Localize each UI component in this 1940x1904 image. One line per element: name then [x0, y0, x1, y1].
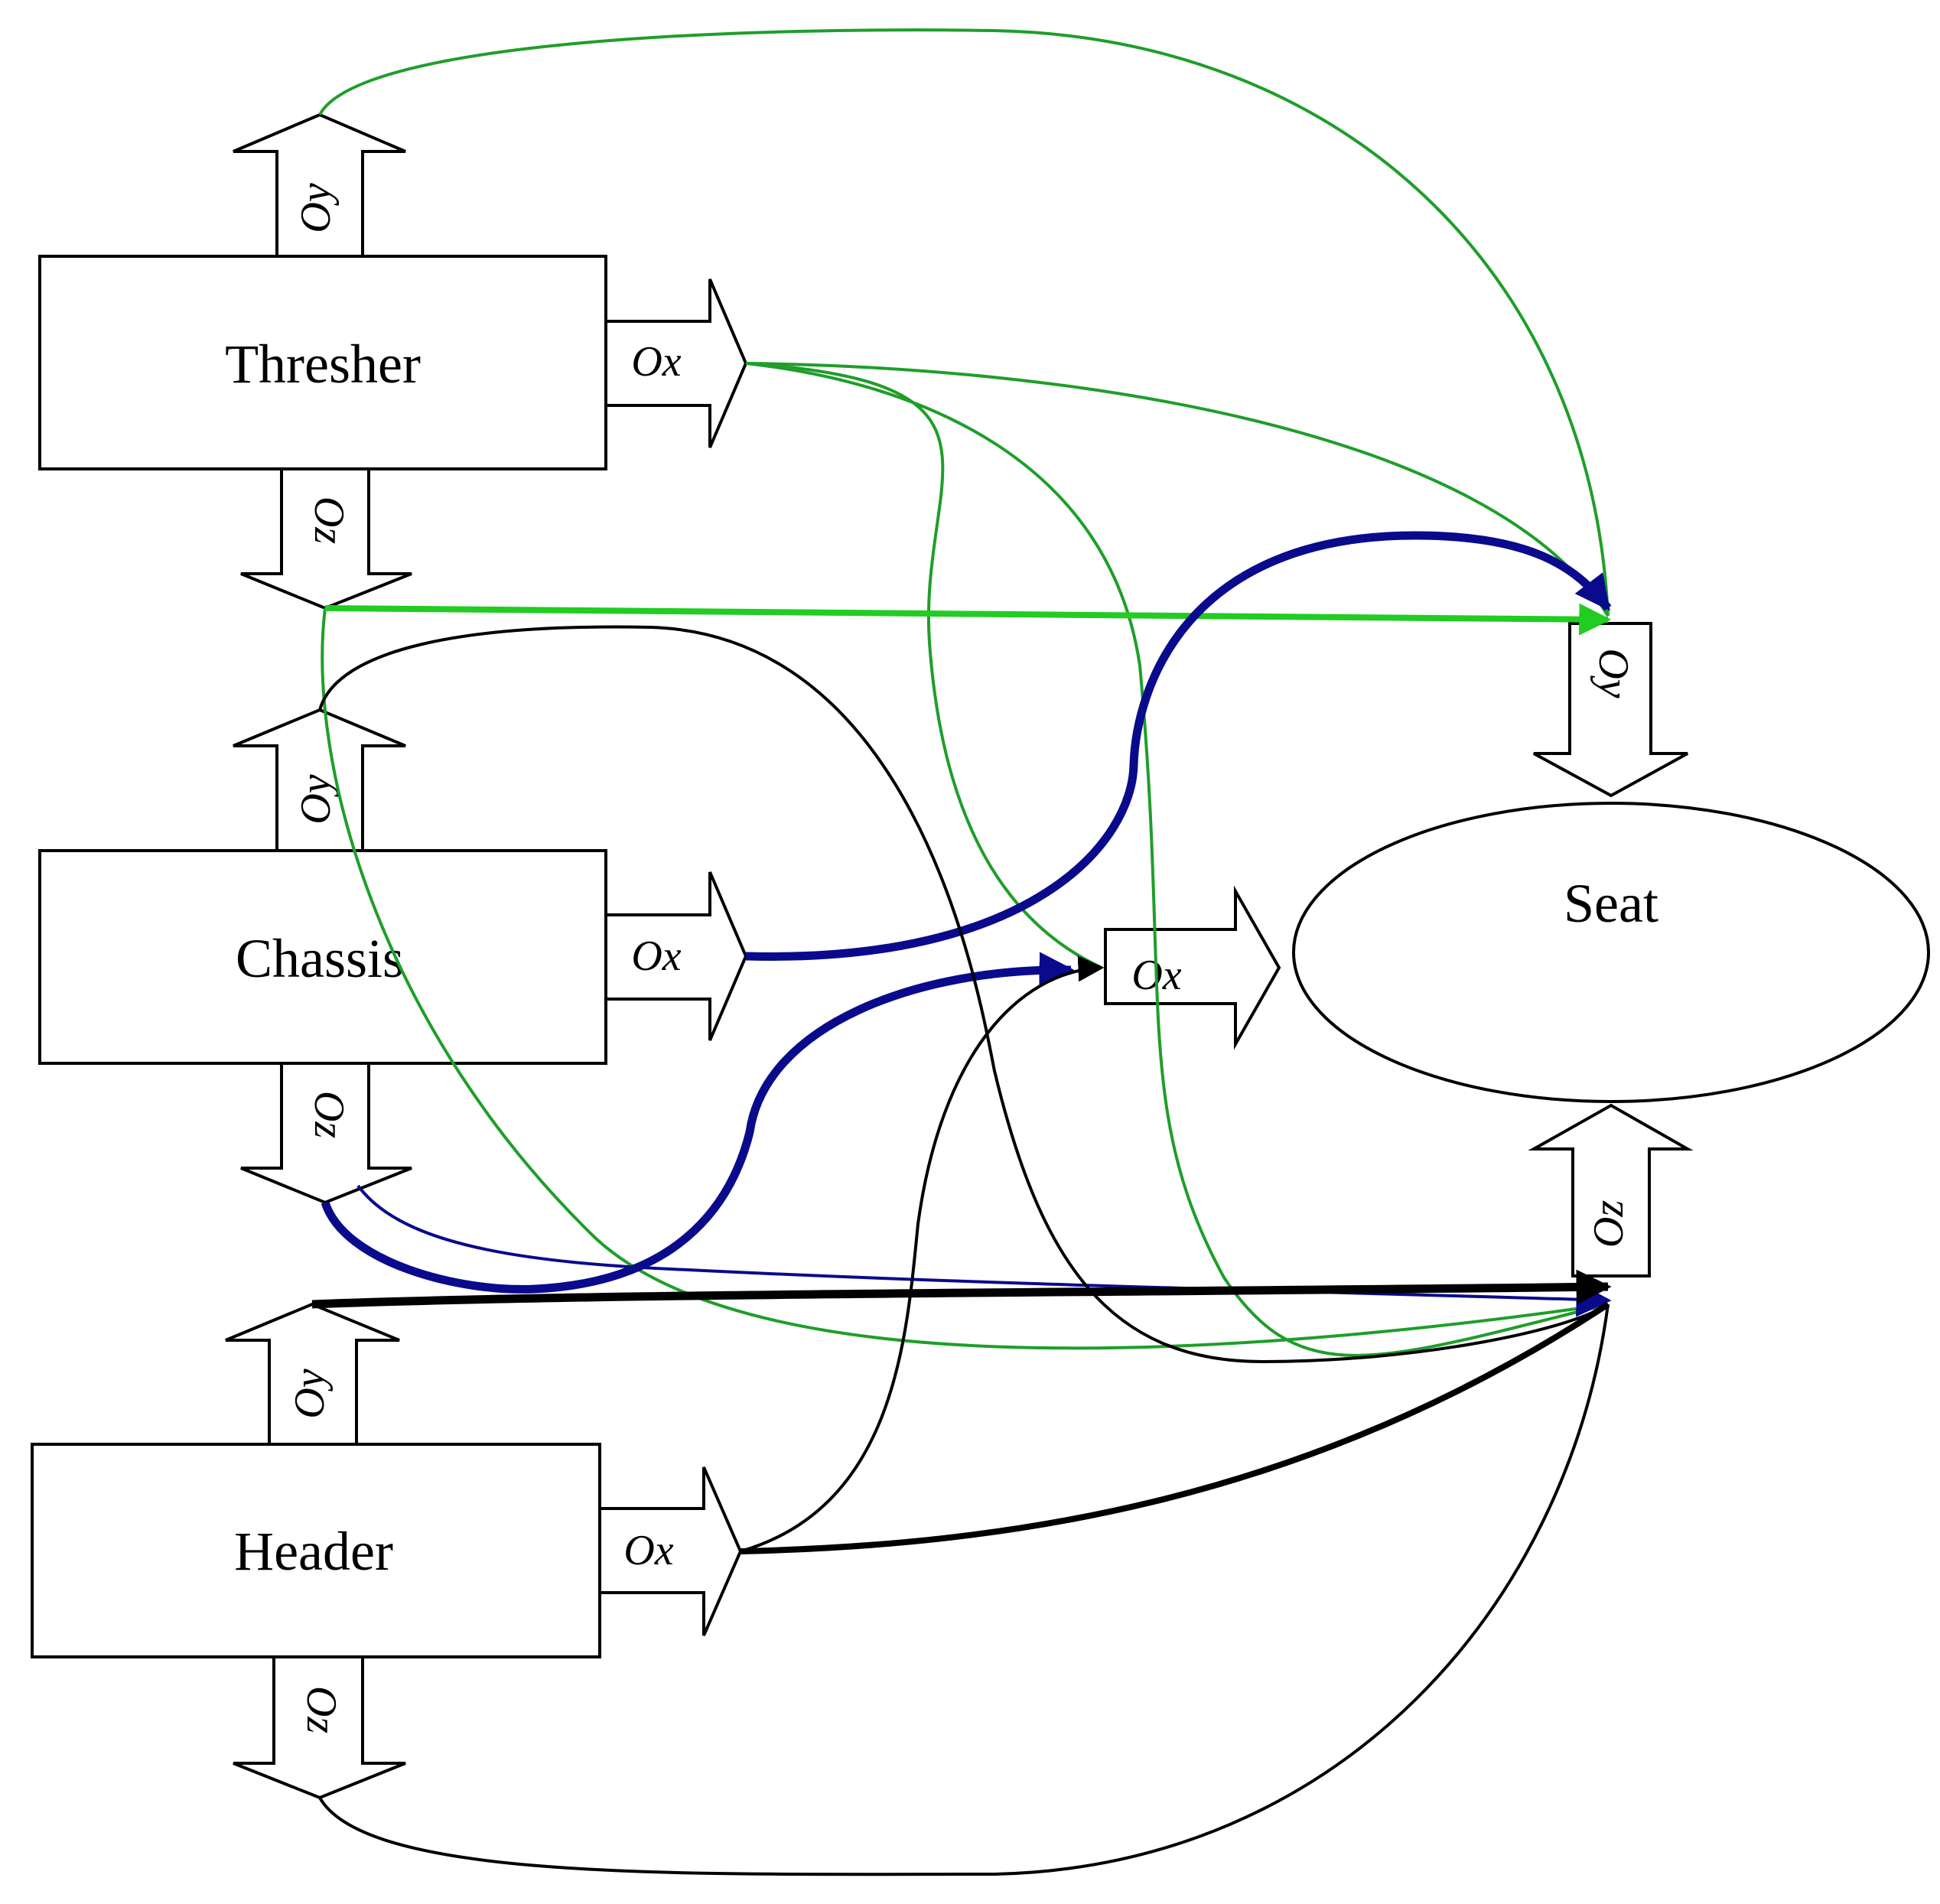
header-oy-arrow: [225, 1302, 400, 1446]
chassis-ox-label: Ox: [631, 932, 681, 980]
thresher-label: Thresher: [225, 334, 421, 395]
chassis-box: [38, 849, 607, 1065]
chassis-oy-arrow: [233, 708, 406, 852]
header-oz-arrow: [233, 1655, 406, 1800]
path-thresher-oy-to-seat-oy: [318, 28, 1610, 617]
path-header-oy-to-seat-oz-arc: [318, 625, 1610, 1364]
chassis-oz-arrow: [240, 1062, 412, 1205]
transmission-paths: [311, 28, 1612, 1876]
thresher-oy-arrow: [233, 112, 406, 258]
seat-group: Seat Oy Ox Oz: [1104, 622, 1930, 1277]
header-ox-arrow: [598, 1466, 743, 1636]
path-header-ox-to-seat-oz: [740, 1301, 1610, 1554]
header-group: Header Oy Ox Oz: [31, 1302, 743, 1800]
path-thresher-ox-to-seat-oy: [745, 362, 1610, 617]
header-ox-label: Ox: [623, 1527, 673, 1574]
path-chassis-ox-to-seat-oy: [745, 531, 1612, 961]
path-thresher-ox-to-seat-oz: [745, 362, 1609, 1357]
chassis-oy-label: Oy: [292, 774, 340, 824]
seat-oy-arrow: [1533, 622, 1688, 798]
seat-oy-label: Oy: [1590, 648, 1637, 698]
chassis-ox-arrow: [604, 871, 748, 1041]
thresher-ox-label: Ox: [631, 338, 681, 386]
header-label: Header: [234, 1521, 393, 1582]
thresher-oz-arrow: [240, 467, 412, 610]
seat-ellipse: [1292, 802, 1930, 1103]
chassis-label: Chassis: [236, 928, 404, 989]
thresher-oz-label: Oz: [305, 496, 353, 544]
thresher-oy-label: Oy: [292, 183, 340, 233]
thresher-group: Thresher Oy Ox Oz: [38, 112, 748, 610]
path-thresher-oz-to-seat-oy-main: [324, 603, 1612, 636]
chassis-oz-label: Oz: [305, 1091, 353, 1138]
seat-label: Seat: [1564, 873, 1658, 934]
path-thresher-ox-to-seat-ox: [745, 362, 1102, 969]
seat-oz-arrow: [1528, 1103, 1694, 1277]
path-chassis-oz-to-seat-ox: [321, 952, 1075, 1294]
path-chassis-oz-to-seat-oz: [356, 1184, 1612, 1317]
seat-oz-label: Oz: [1585, 1200, 1632, 1248]
path-header-ox-to-seat-ox: [740, 955, 1105, 1553]
header-oz-label: Oz: [298, 1686, 345, 1733]
seat-ox-arrow: [1104, 885, 1281, 1050]
path-header-oy-to-seat-oz-main: [311, 1269, 1612, 1309]
header-oy-label: Oy: [286, 1369, 334, 1418]
thresher-box: [38, 255, 607, 470]
path-header-oz-to-seat-oz: [318, 1304, 1610, 1876]
thresher-ox-arrow: [604, 278, 748, 448]
chassis-group: Chassis Oy Ox Oz: [38, 708, 748, 1205]
